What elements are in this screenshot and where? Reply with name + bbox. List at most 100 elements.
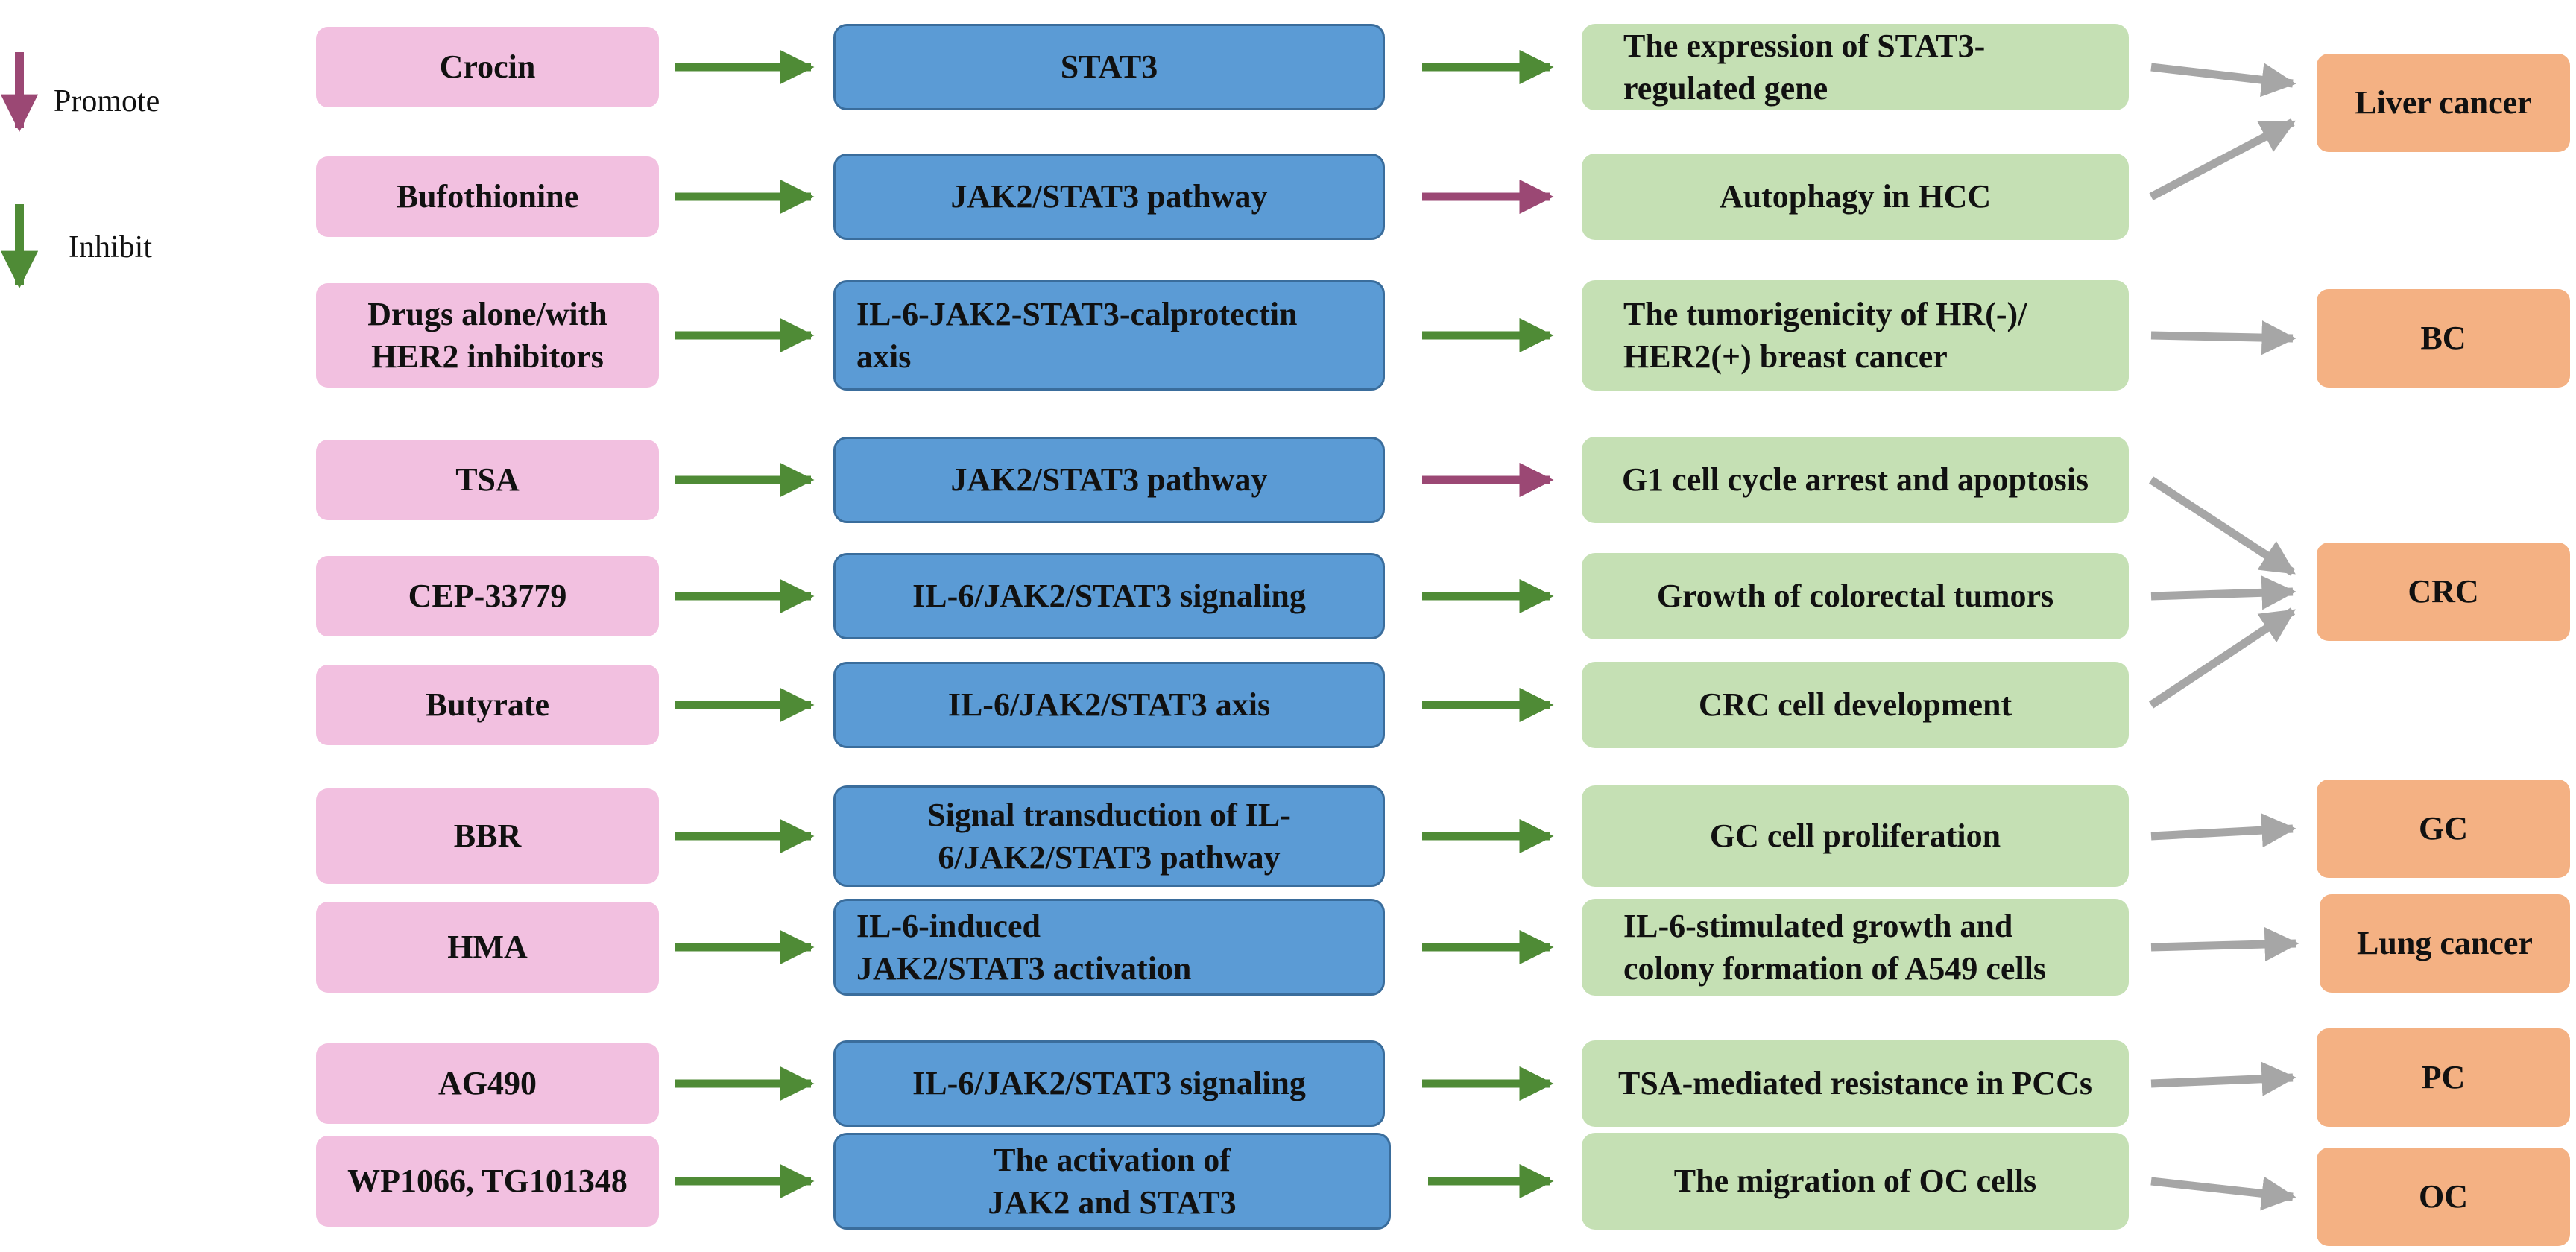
drug-box-text: Bufothionine (397, 175, 579, 218)
target-box: JAK2/STAT3 pathway (833, 154, 1385, 240)
target-box-text: IL-6/JAK2/STAT3 signaling (912, 1062, 1306, 1104)
effect-to-disease-arrow (2150, 813, 2296, 848)
disease-box: CRC (2317, 543, 2570, 641)
target-box-line: 6/JAK2/STAT3 pathway (938, 839, 1281, 876)
target-box-text: STAT3 (1061, 45, 1158, 88)
target-box-text: JAK2/STAT3 pathway (950, 175, 1267, 218)
effect-box-line: CRC cell development (1698, 686, 2012, 724)
target-box-text: JAK2/STAT3 pathway (950, 458, 1267, 501)
drug-box-line: HER2 inhibitors (371, 338, 604, 375)
drug-box: BBR (316, 788, 659, 884)
effect-box-text: The expression of STAT3-regulated gene (1623, 25, 1985, 110)
effect-to-disease-arrow (2150, 575, 2296, 610)
drug-box: CEP-33779 (316, 556, 659, 636)
effect-box-text: GC cell proliferation (1710, 815, 2001, 857)
target-box-line: JAK2 and STAT3 (988, 1184, 1237, 1221)
effect-to-disease-arrow (2150, 1176, 2296, 1211)
effect-box-text: G1 cell cycle arrest and apoptosis (1622, 458, 2089, 501)
effect-box-text: The tumorigenicity of HR(-)/HER2(+) brea… (1623, 293, 2027, 378)
disease-box-text: BC (2420, 317, 2466, 359)
drug-box-line: Butyrate (425, 686, 550, 724)
target-box-line: IL-6/JAK2/STAT3 axis (947, 686, 1271, 724)
effect-to-disease-arrow (2150, 63, 2296, 98)
target-box-line: IL-6-induced (856, 907, 1041, 944)
effect-box: The migration of OC cells (1582, 1133, 2129, 1230)
target-box-line: axis (856, 338, 912, 375)
drug-box-text: BBR (454, 815, 521, 857)
effect-to-disease-arrow (2150, 320, 2296, 355)
effect-to-disease-arrow (2148, 607, 2296, 709)
target-box-text: IL-6/JAK2/STAT3 axis (948, 683, 1270, 726)
effect-box-line: The migration of OC cells (1673, 1163, 2037, 1200)
effect-box: IL-6-stimulated growth and colony formati… (1582, 899, 2129, 996)
drug-box-line: TSA (455, 461, 520, 499)
effect-box-text: The migration of OC cells (1674, 1160, 2036, 1202)
effect-box: G1 cell cycle arrest and apoptosis (1582, 437, 2129, 523)
drug-box-line: Bufothionine (396, 178, 579, 215)
drug-box: Butyrate (316, 665, 659, 745)
effect-box-line: colony formation of A549 cells (1623, 950, 2047, 987)
disease-box: Lung cancer (2320, 894, 2570, 993)
disease-box-line: Liver cancer (2355, 84, 2532, 121)
drug-box: TSA (316, 440, 659, 520)
target-box-line: IL-6/JAK2/STAT3 signaling (912, 578, 1306, 615)
disease-box-text: CRC (2408, 570, 2478, 613)
target-box: IL-6/JAK2/STAT3 signaling (833, 553, 1385, 639)
target-box-text: IL-6-JAK2-STAT3-calprotectin axis (856, 293, 1298, 378)
drug-box: AG490 (316, 1043, 659, 1124)
effect-box-line: regulated gene (1623, 70, 1828, 107)
effect-box: The expression of STAT3-regulated gene (1582, 24, 2129, 110)
disease-box-text: OC (2419, 1175, 2468, 1218)
target-box: Signal transduction of IL-6/JAK2/STAT3 p… (833, 785, 1385, 887)
effect-to-disease-arrow (2148, 476, 2296, 576)
drug-box-line: Crocin (439, 48, 536, 86)
effect-box: CRC cell development (1582, 662, 2129, 748)
drug-box-text: TSA (455, 458, 520, 501)
effect-to-disease-arrow (2150, 1061, 2296, 1096)
effect-box-line: GC cell proliferation (1709, 818, 2001, 855)
effect-box-text: CRC cell development (1699, 683, 2012, 726)
target-box: JAK2/STAT3 pathway (833, 437, 1385, 523)
legend-inhibit-label: Inhibit (69, 230, 152, 265)
drug-box-line: BBR (453, 818, 522, 855)
drug-box: Bufothionine (316, 156, 659, 237)
target-box-line: STAT3 (1060, 48, 1158, 86)
effect-box-line: G1 cell cycle arrest and apoptosis (1621, 461, 2089, 499)
drug-box-text: WP1066, TG101348 (347, 1160, 628, 1202)
disease-box-text: Liver cancer (2355, 81, 2531, 124)
effect-box-text: IL-6-stimulated growth and colony formati… (1623, 905, 2046, 990)
drug-box-line: AG490 (438, 1065, 537, 1102)
target-box: IL-6/JAK2/STAT3 signaling (833, 1040, 1385, 1127)
effect-box-line: IL-6-stimulated growth and (1623, 907, 2013, 944)
target-box: IL-6/JAK2/STAT3 axis (833, 662, 1385, 748)
disease-box-text: Lung cancer (2357, 922, 2533, 964)
drug-box-line: WP1066, TG101348 (347, 1163, 628, 1200)
drug-box-text: HMA (447, 926, 528, 968)
drug-box-line: CEP-33779 (408, 578, 567, 615)
drug-box-line: HMA (447, 929, 528, 966)
drug-box: Crocin (316, 27, 659, 107)
disease-box: PC (2317, 1028, 2570, 1127)
disease-box: OC (2317, 1148, 2570, 1246)
target-box-line: JAK2/STAT3 pathway (950, 461, 1268, 499)
target-box: STAT3 (833, 24, 1385, 110)
disease-box-line: Lung cancer (2357, 925, 2533, 962)
drug-box-text: Butyrate (426, 683, 549, 726)
effect-box-text: TSA-mediated resistance in PCCs (1618, 1062, 2092, 1104)
effect-box-line: The tumorigenicity of HR(-)/ (1623, 295, 2027, 332)
target-box-line: IL-6-JAK2-STAT3-calprotectin (856, 295, 1298, 332)
disease-box: BC (2317, 289, 2570, 388)
effect-box: GC cell proliferation (1582, 785, 2129, 887)
effect-box-line: TSA-mediated resistance in PCCs (1618, 1065, 2092, 1102)
disease-box: Liver cancer (2317, 54, 2570, 152)
disease-box-text: PC (2422, 1056, 2466, 1098)
target-box-line: JAK2/STAT3 activation (856, 950, 1192, 987)
drug-box: WP1066, TG101348 (316, 1136, 659, 1227)
drug-box-text: Crocin (440, 45, 536, 88)
